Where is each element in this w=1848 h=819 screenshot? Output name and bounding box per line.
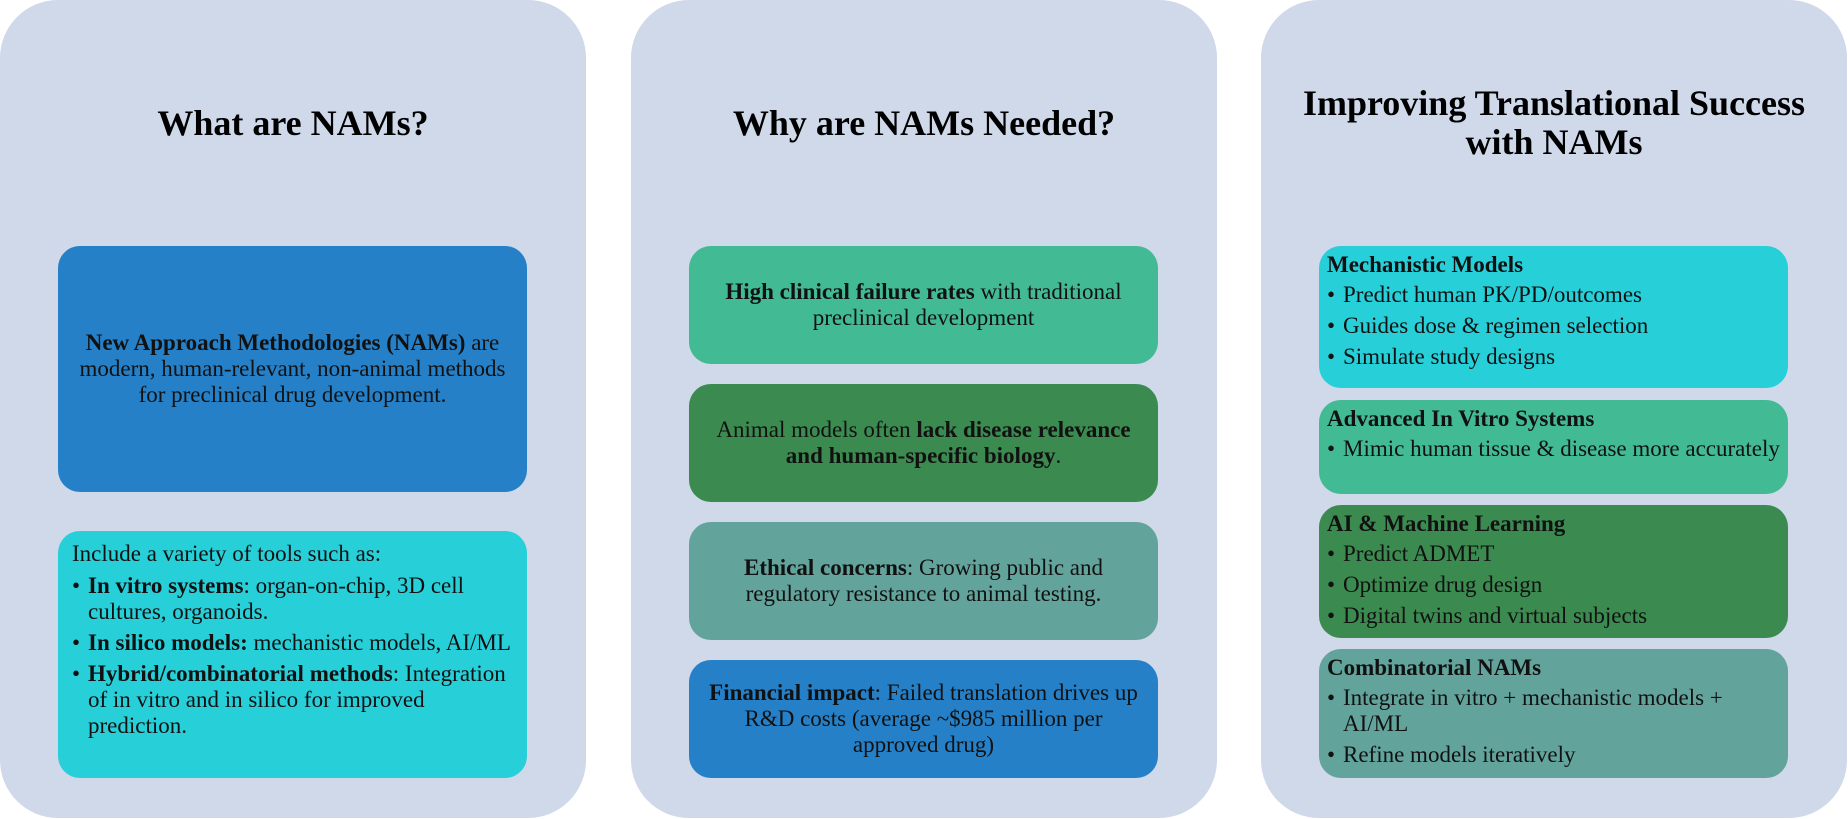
tools-box: Include a variety of tools such as: In v… bbox=[58, 531, 527, 778]
list-item: In vitro systems: organ-on-chip, 3D cell… bbox=[72, 573, 515, 625]
panel-title: Improving Translational Success with NAM… bbox=[1302, 83, 1806, 162]
list-item: Optimize drug design bbox=[1327, 572, 1780, 598]
definition-body: are modern, human-relevant, non-animal m… bbox=[79, 330, 506, 407]
list-item: Guides dose & regimen selection bbox=[1327, 313, 1780, 339]
tools-intro: Include a variety of tools such as: bbox=[72, 541, 382, 566]
card-title: Mechanistic Models bbox=[1327, 252, 1524, 277]
strategy-card: Mechanistic Models Predict human PK/PD/o… bbox=[1319, 246, 1788, 388]
reason-pre: Animal models often bbox=[716, 417, 917, 442]
reason-box: Ethical concerns: Growing public and reg… bbox=[689, 522, 1158, 640]
reason-text: Animal models often lack disease relevan… bbox=[707, 417, 1140, 469]
list-item: Predict human PK/PD/outcomes bbox=[1327, 282, 1780, 308]
list-item: Simulate study designs bbox=[1327, 344, 1780, 370]
item-label: In silico models: bbox=[88, 630, 248, 655]
reason-text: High clinical failure rates with traditi… bbox=[707, 279, 1140, 331]
reason-text: Financial impact: Failed translation dri… bbox=[707, 680, 1140, 758]
strategy-card: Advanced In Vitro Systems Mimic human ti… bbox=[1319, 400, 1788, 494]
reason-post: . bbox=[1055, 443, 1062, 468]
panel-improving-translational-success: Improving Translational Success with NAM… bbox=[1261, 0, 1847, 818]
list-item: Digital twins and virtual subjects bbox=[1327, 603, 1780, 629]
reason-bold: Ethical concerns bbox=[743, 555, 907, 580]
panel-title: What are NAMs? bbox=[157, 103, 429, 143]
item-text: : Integration of in vitro and in silico … bbox=[88, 661, 506, 738]
strategy-card: AI & Machine Learning Predict ADMET Opti… bbox=[1319, 505, 1788, 638]
item-label: In vitro systems bbox=[88, 573, 244, 598]
card-list: Predict human PK/PD/outcomes Guides dose… bbox=[1327, 282, 1780, 370]
panel-why-nams-needed: Why are NAMs Needed? High clinical failu… bbox=[631, 0, 1217, 818]
strategy-card: Combinatorial NAMs Integrate in vitro + … bbox=[1319, 649, 1788, 778]
definition-box: New Approach Methodologies (NAMs) are mo… bbox=[58, 246, 527, 492]
reason-bold: lack disease relevance and human-specifi… bbox=[785, 417, 1131, 468]
definition-term: New Approach Methodologies (NAMs) bbox=[85, 330, 466, 355]
card-title: AI & Machine Learning bbox=[1327, 511, 1566, 536]
card-list: Mimic human tissue & disease more accura… bbox=[1327, 436, 1780, 462]
reason-box: High clinical failure rates with traditi… bbox=[689, 246, 1158, 364]
tools-list: In vitro systems: organ-on-chip, 3D cell… bbox=[72, 573, 515, 739]
reason-bold: High clinical failure rates bbox=[725, 279, 975, 304]
list-item: Integrate in vitro + mechanistic models … bbox=[1327, 685, 1780, 737]
reason-post: : Growing public and regulatory resistan… bbox=[745, 555, 1103, 606]
panel-title: Why are NAMs Needed? bbox=[732, 103, 1116, 143]
list-item: Hybrid/combinatorial methods: Integratio… bbox=[72, 661, 515, 739]
panel-what-are-nams: What are NAMs? New Approach Methodologie… bbox=[0, 0, 586, 818]
reason-text: Ethical concerns: Growing public and reg… bbox=[707, 555, 1140, 607]
reason-post: : Failed translation drives up R&D costs… bbox=[744, 680, 1138, 757]
item-text: : organ-on-chip, 3D cell cultures, organ… bbox=[88, 573, 465, 624]
list-item: Mimic human tissue & disease more accura… bbox=[1327, 436, 1780, 462]
list-item: Refine models iteratively bbox=[1327, 742, 1780, 768]
reason-box: Financial impact: Failed translation dri… bbox=[689, 660, 1158, 778]
card-title: Combinatorial NAMs bbox=[1327, 655, 1542, 680]
item-label: Hybrid/combinatorial methods bbox=[88, 661, 393, 686]
card-title: Advanced In Vitro Systems bbox=[1327, 406, 1595, 431]
definition-text: New Approach Methodologies (NAMs) are mo… bbox=[76, 330, 509, 408]
list-item: In silico models: mechanistic models, AI… bbox=[72, 630, 515, 656]
reason-post: with traditional preclinical development bbox=[812, 279, 1122, 330]
card-list: Predict ADMET Optimize drug design Digit… bbox=[1327, 541, 1780, 629]
reason-box: Animal models often lack disease relevan… bbox=[689, 384, 1158, 502]
card-list: Integrate in vitro + mechanistic models … bbox=[1327, 685, 1780, 768]
list-item: Predict ADMET bbox=[1327, 541, 1780, 567]
item-text: mechanistic models, AI/ML bbox=[247, 630, 511, 655]
reason-bold: Financial impact bbox=[709, 680, 875, 705]
